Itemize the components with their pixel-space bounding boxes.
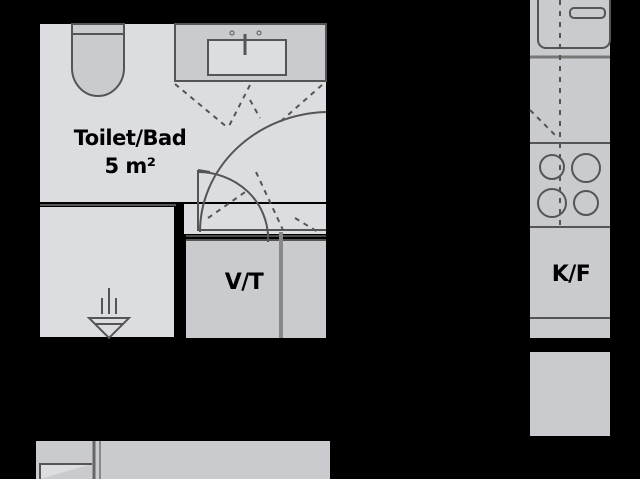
stove-icon	[537, 153, 601, 218]
room-name: Toilet/Bad	[73, 126, 187, 150]
room-label-bathroom: Toilet/Bad 5 m²	[60, 124, 200, 180]
room-label-kitchen: K/F	[551, 262, 591, 287]
laundry-area	[186, 240, 326, 338]
sink-icon	[174, 23, 327, 82]
room-label-laundry: V/T	[224, 270, 264, 295]
kitchen-cabinet	[530, 352, 610, 436]
floor-drain-icon	[86, 288, 132, 340]
kitchen-strip	[529, 0, 611, 338]
room-area: 5 m²	[104, 154, 156, 178]
shower-floor	[40, 207, 174, 337]
toilet-icon	[71, 23, 125, 97]
lower-room	[36, 441, 330, 479]
kitchen-sink-icon	[537, 0, 611, 49]
wall-stub	[176, 204, 184, 339]
